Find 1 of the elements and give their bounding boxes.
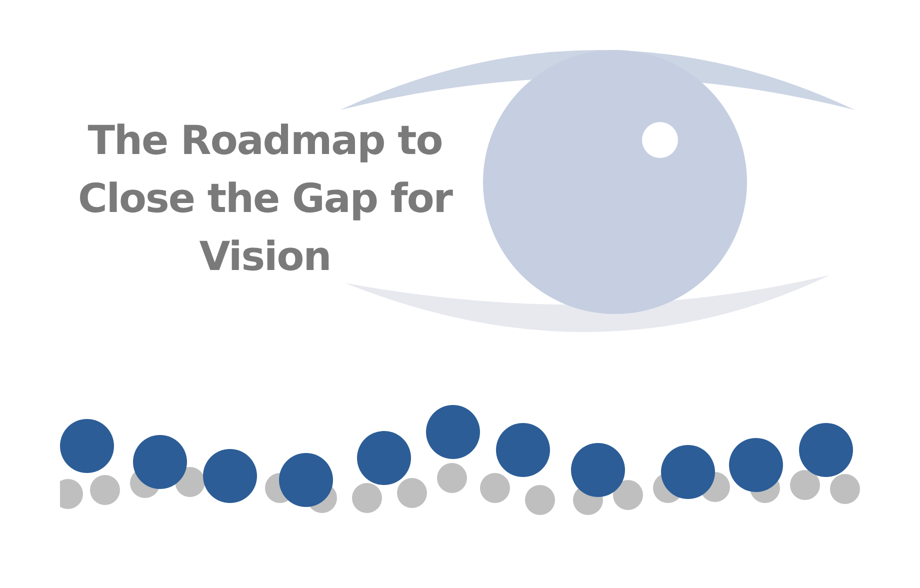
title: The Roadmap to Close the Gap for Vision bbox=[76, 117, 454, 282]
